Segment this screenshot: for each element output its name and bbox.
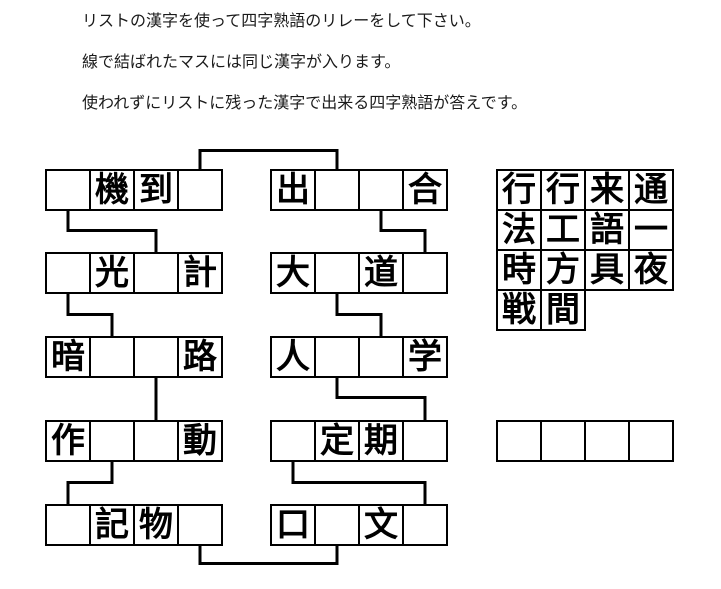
puzzle-box-middle-3: 人 学	[270, 336, 448, 378]
puzzle-box-left-2: 光 計	[45, 252, 223, 294]
connector-line	[198, 545, 339, 565]
answer-box	[496, 420, 674, 462]
puzzle-cell-blank[interactable]	[45, 504, 91, 546]
puzzle-box-middle-1: 出 合	[270, 169, 448, 211]
answer-cell[interactable]	[628, 420, 674, 462]
puzzle-cell-given: 道	[358, 252, 404, 294]
connector-line	[335, 293, 383, 337]
puzzle-cell-blank[interactable]	[402, 420, 448, 462]
puzzle-cell-given: 口	[270, 504, 316, 546]
puzzle-cell-blank[interactable]	[270, 420, 316, 462]
answer-cell[interactable]	[584, 420, 630, 462]
connector-line	[66, 210, 158, 253]
kanji-list-cell: 法	[496, 209, 542, 251]
puzzle-cell-blank[interactable]	[177, 169, 223, 211]
puzzle-cell-blank[interactable]	[402, 252, 448, 294]
connector-line	[66, 293, 114, 337]
kanji-list-row-2: 法 工 語 一	[496, 209, 674, 251]
puzzle-cell-blank[interactable]	[133, 252, 179, 294]
connector-line	[291, 461, 427, 505]
answer-cell[interactable]	[496, 420, 542, 462]
puzzle-cell-blank[interactable]	[314, 336, 360, 378]
kanji-list-cell: 具	[584, 249, 630, 291]
puzzle-cell-given: 期	[358, 420, 404, 462]
instruction-line-3: 使われずにリストに残った漢字で出来る四字熟語が答えです。	[82, 95, 528, 112]
puzzle-cell-blank[interactable]	[45, 252, 91, 294]
puzzle-box-middle-4: 定 期	[270, 420, 448, 462]
puzzle-cell-given: 定	[314, 420, 360, 462]
connector-line	[335, 377, 427, 421]
kanji-list-row-1: 行 行 来 通	[496, 169, 674, 211]
puzzle-cell-given: 物	[133, 504, 179, 546]
puzzle-cell-blank[interactable]	[358, 336, 404, 378]
puzzle-cell-blank[interactable]	[314, 252, 360, 294]
instruction-line-1: リストの漢字を使って四字熟語のリレーをして下さい。	[82, 13, 481, 30]
kanji-list-cell: 方	[540, 249, 586, 291]
kanji-list-row-3: 時 方 具 夜	[496, 249, 674, 291]
connector-line	[198, 149, 339, 170]
puzzle-cell-blank[interactable]	[45, 169, 91, 211]
puzzle-cell-given: 機	[89, 169, 135, 211]
puzzle-cell-given: 路	[177, 336, 223, 378]
kanji-list-cell: 行	[496, 169, 542, 211]
kanji-list-cell: 戦	[496, 289, 542, 331]
puzzle-box-left-4: 作 動	[45, 420, 223, 462]
puzzle-cell-blank[interactable]	[314, 504, 360, 546]
kanji-list-cell: 来	[584, 169, 630, 211]
connector-line	[66, 461, 114, 505]
puzzle-cell-blank[interactable]	[133, 336, 179, 378]
puzzle-cell-blank[interactable]	[133, 420, 179, 462]
kanji-list-cell: 時	[496, 249, 542, 291]
puzzle-cell-given: 人	[270, 336, 316, 378]
puzzle-box-middle-5: 口 文	[270, 504, 448, 546]
kanji-list-cell: 通	[628, 169, 674, 211]
answer-cell[interactable]	[540, 420, 586, 462]
puzzle-cell-given: 合	[402, 169, 448, 211]
kanji-list-cell: 工	[540, 209, 586, 251]
kanji-list-cell: 語	[584, 209, 630, 251]
puzzle-cell-blank[interactable]	[314, 169, 360, 211]
puzzle-cell-given: 大	[270, 252, 316, 294]
puzzle-cell-blank[interactable]	[89, 420, 135, 462]
puzzle-cell-given: 記	[89, 504, 135, 546]
puzzle-cell-given: 文	[358, 504, 404, 546]
kanji-list-row-4: 戦 間	[496, 289, 586, 331]
puzzle-cell-given: 暗	[45, 336, 91, 378]
connector-line	[379, 210, 427, 253]
puzzle-cell-blank[interactable]	[89, 336, 135, 378]
puzzle-cell-given: 到	[133, 169, 179, 211]
kanji-list-cell: 夜	[628, 249, 674, 291]
puzzle-box-left-5: 記 物	[45, 504, 223, 546]
instruction-line-2: 線で結ばれたマスには同じ漢字が入ります。	[82, 54, 401, 71]
instructions: リストの漢字を使って四字熟語のリレーをして下さい。 線で結ばれたマスには同じ漢字…	[82, 12, 527, 135]
puzzle-box-middle-2: 大 道	[270, 252, 448, 294]
puzzle-box-left-3: 暗 路	[45, 336, 223, 378]
puzzle-cell-given: 光	[89, 252, 135, 294]
puzzle-cell-blank[interactable]	[402, 504, 448, 546]
puzzle-cell-blank[interactable]	[177, 504, 223, 546]
kanji-list-cell: 一	[628, 209, 674, 251]
kanji-list-cell: 行	[540, 169, 586, 211]
kanji-list-cell: 間	[540, 289, 586, 331]
puzzle-box-left-1: 機 到	[45, 169, 223, 211]
puzzle-cell-blank[interactable]	[358, 169, 404, 211]
puzzle-cell-given: 動	[177, 420, 223, 462]
puzzle-cell-given: 計	[177, 252, 223, 294]
puzzle-cell-given: 作	[45, 420, 91, 462]
puzzle-cell-given: 学	[402, 336, 448, 378]
puzzle-cell-given: 出	[270, 169, 316, 211]
